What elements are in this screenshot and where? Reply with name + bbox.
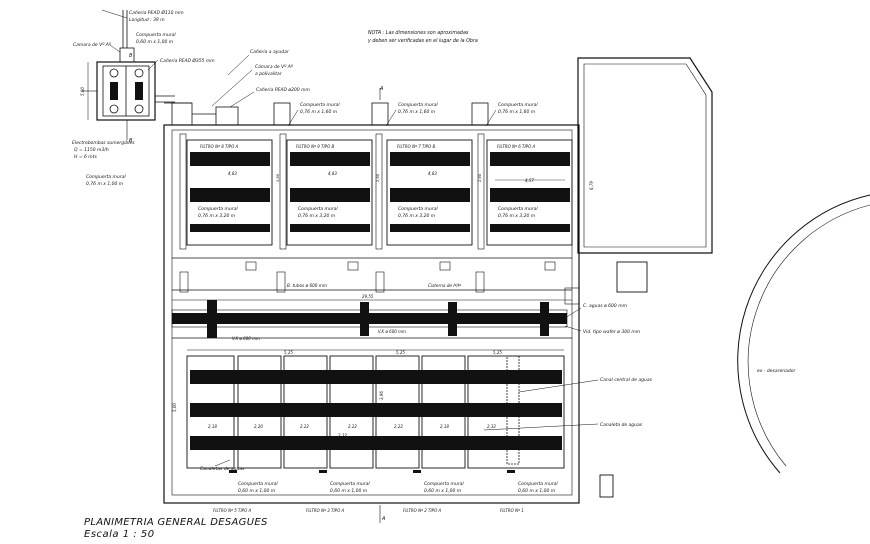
right-tank: 6,79: [577, 57, 713, 498]
svg-text:A: A: [379, 86, 384, 92]
svg-text:2,90: 2,90: [376, 173, 380, 182]
pump-gate2-size: 0,76 m x 1,00 m: [86, 181, 124, 187]
svg-text:0,76 m x 3,20 m: 0,76 m x 3,20 m: [498, 213, 536, 219]
pump-station: 5,00 Cañeria PEAD Ø110 mm Longitud : 39 …: [72, 9, 215, 187]
svg-text:ex - desarenador: ex - desarenador: [757, 368, 796, 374]
pump-label: Electrobombas sumergibles: [72, 140, 135, 146]
svg-text:2,22: 2,22: [348, 424, 357, 429]
svg-text:a polivalitar: a polivalitar: [255, 71, 283, 77]
svg-text:2,22: 2,22: [300, 424, 309, 429]
svg-text:Cámara de Vº Aº: Cámara de Vº Aº: [255, 63, 294, 70]
note-line-1: NOTA : Las dimensiones son aproximadas: [368, 30, 469, 36]
bottom-filter-bays: 5,25 5,25 5,25 2,18 2,20 2,22 2,22 2,22 …: [172, 349, 653, 472]
svg-text:Compuerta mural: Compuerta mural: [398, 102, 438, 108]
svg-text:FILTRO Nº 7 TIPO B: FILTRO Nº 7 TIPO B: [397, 144, 436, 149]
svg-text:0,60 m x 1,00 m: 0,60 m x 1,00 m: [424, 488, 462, 494]
section-letter-b: B: [129, 138, 133, 144]
svg-text:B. tubos ø 600 mm: B. tubos ø 600 mm: [287, 283, 327, 288]
svg-text:2,90: 2,90: [478, 173, 482, 182]
note-line-2: y deben ser verificadas en el lugar de l…: [367, 38, 478, 44]
svg-text:2,20: 2,20: [254, 424, 263, 429]
svg-text:FILTRO Nº 1: FILTRO Nº 1: [500, 508, 524, 513]
svg-text:4,83: 4,83: [228, 171, 237, 176]
top-filter-bays: FILTRO Nº 8 TIPO A FILTRO Nº 9 TIPO B FI…: [179, 133, 573, 250]
svg-text:Vid. tipo wafer ø 300 mm: Vid. tipo wafer ø 300 mm: [583, 329, 641, 335]
pump-pipe2-label: Cañeria PEAD Ø355 mm: [160, 57, 215, 64]
svg-text:C. aguas ø 600 mm: C. aguas ø 600 mm: [583, 303, 628, 309]
svg-text:2,90: 2,90: [276, 173, 280, 182]
svg-text:0,60 m x 1,00 m: 0,60 m x 1,00 m: [518, 488, 556, 494]
svg-text:Compuerta mural: Compuerta mural: [300, 102, 340, 108]
svg-text:5,25: 5,25: [493, 350, 502, 355]
svg-text:2,32: 2,32: [487, 424, 496, 429]
upper-callouts: Cañeria a ayudar Cámara de Vº Aº a poliv…: [211, 49, 310, 108]
svg-text:4,83: 4,83: [328, 171, 337, 176]
svg-text:0,60 m x 1,00 m: 0,60 m x 1,00 m: [238, 488, 276, 494]
drawing-title: PLANIMETRIA GENERAL DESAGUES: [84, 517, 268, 528]
svg-text:V.K ø 600 mm: V.K ø 600 mm: [232, 336, 260, 341]
drawing-scale: Escala 1 : 50: [84, 529, 155, 540]
svg-text:3,96: 3,96: [379, 391, 384, 400]
pump-gate2-label: Compuerta mural: [86, 174, 126, 180]
pump-gate-label: Compuerta mural: [136, 32, 176, 38]
svg-text:0,76 m x 1,60 m: 0,76 m x 1,60 m: [300, 109, 338, 115]
svg-text:FILTRO Nº 3 TIPO A: FILTRO Nº 3 TIPO A: [306, 508, 345, 513]
svg-text:5,25: 5,25: [396, 350, 405, 355]
svg-text:FILTRO Nº 5 TIPO A: FILTRO Nº 5 TIPO A: [213, 508, 252, 513]
svg-text:Compuerta mural: Compuerta mural: [498, 206, 538, 212]
svg-text:6,79: 6,79: [589, 181, 594, 190]
svg-text:2,32: 2,32: [338, 433, 347, 438]
svg-text:29,55: 29,55: [362, 294, 374, 299]
svg-text:0,76 m x 1,60 m: 0,76 m x 1,60 m: [398, 109, 436, 115]
svg-text:4,83: 4,83: [428, 171, 437, 176]
svg-text:Compuerta mural: Compuerta mural: [298, 206, 338, 212]
svg-text:0,76 m x 3,20 m: 0,76 m x 3,20 m: [398, 213, 436, 219]
svg-text:FILTRO Nº 8 TIPO A: FILTRO Nº 8 TIPO A: [200, 144, 239, 149]
svg-text:Compuerta mural: Compuerta mural: [238, 481, 278, 487]
svg-text:Canaletas de aguas: Canaletas de aguas: [200, 466, 245, 472]
svg-text:0,76 m x 1,60 m: 0,76 m x 1,60 m: [498, 109, 536, 115]
svg-text:5,00: 5,00: [172, 403, 177, 412]
svg-text:2,18: 2,18: [208, 424, 217, 429]
svg-text:0,76 m x 3,20 m: 0,76 m x 3,20 m: [198, 213, 236, 219]
main-plant: Compuerta mural 0,76 m x 1,60 m Compuert…: [163, 86, 653, 523]
pump-pipe-label: Cañeria PEAD Ø110 mm: [129, 9, 184, 16]
svg-text:FILTRO Nº 6 TIPO A: FILTRO Nº 6 TIPO A: [497, 144, 536, 149]
svg-text:0,76 m x 3,20 m: 0,76 m x 3,20 m: [298, 213, 336, 219]
svg-text:5,25: 5,25: [284, 350, 293, 355]
svg-text:Cisterna de Iº/Iº: Cisterna de Iº/Iº: [428, 283, 461, 288]
desarenador-arc: ex - desarenador: [737, 194, 870, 474]
svg-text:Compuerta mural: Compuerta mural: [398, 206, 438, 212]
svg-text:FILTRO Nº 2 TIPO A: FILTRO Nº 2 TIPO A: [403, 508, 442, 513]
collector-channel: B. tubos ø 600 mm Cisterna de Iº/Iº 29,5…: [171, 257, 641, 341]
svg-text:Canal central de aguas: Canal central de aguas: [600, 377, 653, 383]
svg-text:Cañeria a ayudar: Cañeria a ayudar: [250, 49, 290, 55]
svg-text:Compuerta mural: Compuerta mural: [498, 102, 538, 108]
svg-text:Compuerta mural: Compuerta mural: [330, 481, 370, 487]
svg-text:V.K ø 600 mm: V.K ø 600 mm: [378, 329, 406, 334]
svg-text:0,60 m x 1,00 m: 0,60 m x 1,00 m: [330, 488, 368, 494]
svg-text:A: A: [381, 516, 386, 522]
svg-text:Compuerta mural: Compuerta mural: [198, 206, 238, 212]
section-letter-b-top: B: [129, 53, 133, 59]
svg-text:4,57: 4,57: [525, 178, 534, 183]
pump-gate-size: 0,60 m x 1,00 m: [136, 39, 174, 45]
pump-length-label: Longitud : 39 m: [129, 17, 165, 23]
svg-text:2,22: 2,22: [394, 424, 403, 429]
svg-text:Canaleta de aguas: Canaleta de aguas: [600, 422, 643, 428]
svg-text:Compuerta mural: Compuerta mural: [424, 481, 464, 487]
svg-text:Compuerta mural: Compuerta mural: [518, 481, 558, 487]
valve-chamber-label: Camara de Vº Aº: [73, 42, 112, 48]
svg-text:FILTRO Nº 9 TIPO B: FILTRO Nº 9 TIPO B: [296, 144, 335, 149]
svg-text:Cañeria PEAD ø200 mm: Cañeria PEAD ø200 mm: [256, 87, 310, 93]
svg-text:5,00: 5,00: [80, 87, 85, 96]
pump-h: H = 6 mts: [74, 154, 97, 160]
svg-text:2,18: 2,18: [440, 424, 449, 429]
pump-q: Q = 1150 m3/h: [74, 147, 109, 153]
